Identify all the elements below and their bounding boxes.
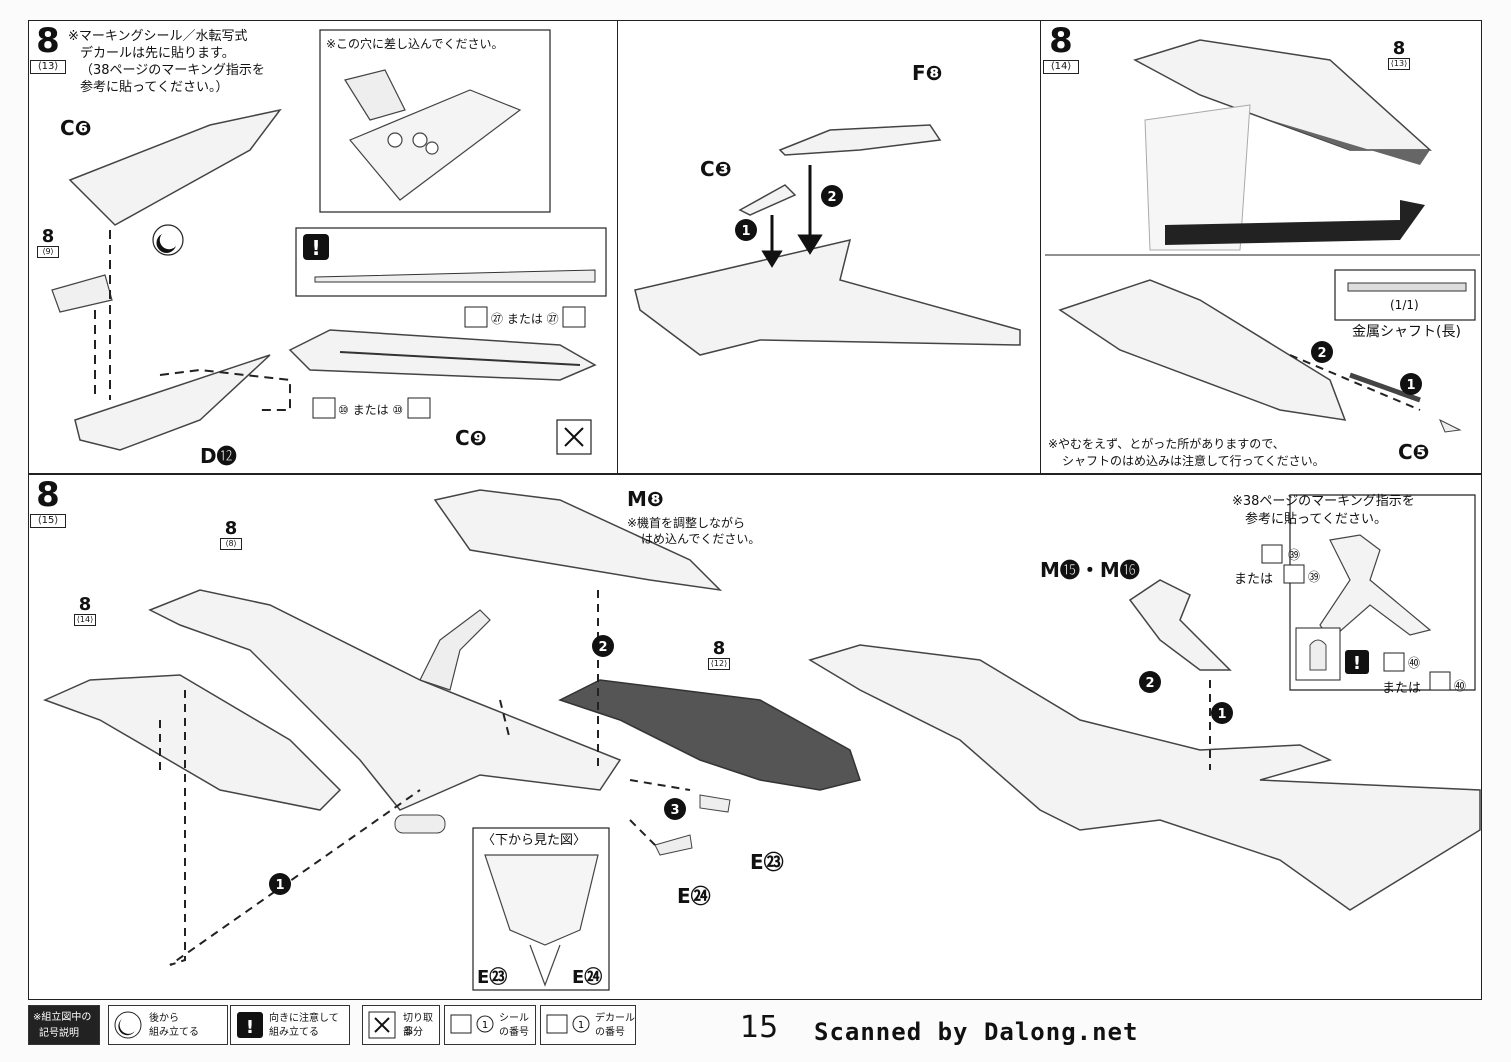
decal-40-number: ㊵ (1454, 679, 1467, 693)
m8-note-line-2: はめ込んでください。 (641, 532, 761, 546)
ref-step-8-12: 8⟨12⟩ (708, 640, 730, 670)
part-c9-label: C❾ (455, 426, 487, 450)
shaft-scale-label: (1/1) (1390, 298, 1419, 312)
ref-step-8-8: 8⟨8⟩ (220, 520, 242, 550)
part-f8-label: F❽ (912, 61, 943, 85)
step-8-14-header: 8⟨14⟩ (1043, 24, 1079, 74)
legend-build-later: 後から 組み立てる (108, 1005, 228, 1045)
sticker-39-number: ㊴ (1288, 548, 1301, 562)
svg-text:2: 2 (1317, 346, 1326, 361)
bottom-view-title: 〈下から見た図〉 (482, 833, 587, 848)
caution-icon (303, 234, 329, 260)
part-m15-m16-label: M⓯・M⓰ (1040, 558, 1140, 582)
part-c9-shape (288, 329, 597, 381)
marking-note-line-3: （38ページのマーキング指示を (80, 63, 265, 78)
svg-text:!: ! (1353, 653, 1361, 674)
legend-direction-caution: ! 向きに注意して 組み立てる (230, 1005, 350, 1045)
page-number: 15 (740, 1010, 779, 1045)
svg-text:2: 2 (1145, 676, 1154, 691)
part-e23-label: E㉓ (750, 850, 784, 874)
marking-note-line-1: ※マーキングシール／水転写式 (68, 29, 248, 44)
part-f8-shape (778, 124, 942, 156)
marking-note-line-4: 参考に貼ってください。） (80, 80, 229, 95)
svg-text:!: ! (246, 1017, 254, 1038)
bottom-view-e23: E㉓ (477, 967, 508, 988)
sticker-10-label: ⑩ または ⑩ (338, 403, 404, 417)
shaft-caution-line-2: シャフトのはめ込みは注意して行ってください。 (1062, 454, 1325, 468)
part-m8-label: M❽ (627, 487, 664, 511)
ref-step-8-9: 8⟨9⟩ (37, 228, 59, 258)
svg-text:2: 2 (827, 190, 836, 205)
part-c3-label: C❸ (700, 157, 732, 181)
svg-text:2: 2 (598, 640, 607, 655)
cut-part-icon (556, 419, 592, 455)
rotate-arrow (1165, 200, 1425, 245)
part-m8-shape (433, 489, 723, 592)
svg-text:1: 1 (1406, 378, 1415, 393)
legend-decal-number: 1 デカール の番号 (540, 1005, 636, 1045)
bottom-view-e24: E㉔ (572, 967, 603, 988)
sticker-40-or: または (1382, 681, 1422, 696)
symbol-legend: ※組立図中の 記号説明 後から 組み立てる ! 向きに注意して 組み立てる 切り… (28, 1005, 708, 1047)
inset-hole-note: ※この穴に差し込んでください。 (326, 37, 504, 51)
part-e24-label: E㉔ (677, 884, 711, 908)
wing-assembly-shape (634, 238, 1021, 356)
scan-watermark: Scanned by Dalong.net (814, 1018, 1139, 1046)
svg-text:1: 1 (275, 878, 284, 893)
m8-note-line-1: ※機首を調整しながら (627, 516, 746, 530)
part-ref14-shape (1058, 279, 1347, 421)
legend-sticker-number: 1 シール の番号 (444, 1005, 536, 1045)
ref-step-8-14: 8⟨14⟩ (74, 596, 96, 626)
svg-text:!: ! (311, 236, 320, 260)
svg-text:1: 1 (741, 224, 750, 239)
part-d12-shape (74, 354, 271, 451)
inset-part (344, 69, 406, 121)
part-ref14-wing-shape (42, 674, 342, 811)
marking-note-2-line-1: ※38ページのマーキング指示を (1232, 494, 1415, 509)
part-c6-shape (68, 108, 282, 226)
svg-text:1: 1 (1217, 707, 1226, 722)
step-8-15-header: 8⟨15⟩ (30, 478, 66, 528)
sticker-40-number: ㊵ (1408, 656, 1421, 670)
assembled-fuselage-shape (808, 644, 1481, 911)
shaft-scale-box (1334, 269, 1476, 321)
legend-title: ※組立図中の 記号説明 (28, 1005, 100, 1045)
step-8-13-header: 8⟨13⟩ (30, 24, 66, 74)
part-c6-label: C❻ (60, 116, 92, 140)
svg-text:1: 1 (482, 1020, 488, 1031)
part-c5-label: C❺ (1398, 440, 1430, 464)
shaft-caution-line-1: ※やむをえず、とがった所がありますので、 (1048, 437, 1285, 451)
marking-note-2-line-2: 参考に貼ってください。 (1245, 512, 1387, 527)
marking-note-line-2: デカールは先に貼ります。 (80, 46, 235, 61)
part-c3-shape (738, 184, 797, 216)
part-d12-label: D⓬ (200, 444, 237, 468)
part-m15-m16-shape (1128, 579, 1232, 671)
svg-text:3: 3 (670, 803, 679, 818)
caution-inset (295, 227, 607, 297)
fuselage-shape (148, 589, 622, 811)
svg-text:1: 1 (578, 1020, 584, 1031)
small-block-part (51, 274, 113, 313)
legend-cut-part: 切り取る 部分 (362, 1005, 440, 1045)
sticker-67-label: ㉗ または ㉗ (491, 312, 559, 326)
part-ref12-wing-shape (558, 679, 861, 791)
sticker-39-or: または (1234, 572, 1274, 587)
decal-39-number: ㊴ (1308, 570, 1321, 584)
ref-step-8-13: 8⟨13⟩ (1388, 40, 1410, 70)
metal-shaft-label: 金属シャフト(長) (1352, 324, 1461, 340)
